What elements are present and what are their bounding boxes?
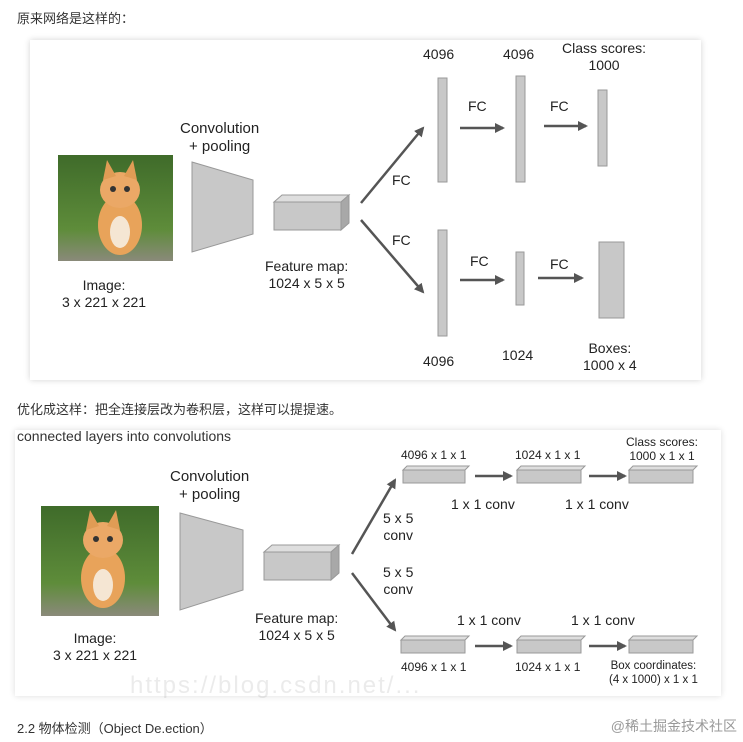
conv-pooling-shape — [191, 161, 254, 253]
conv-bar-top-1 — [401, 465, 471, 484]
dim-label: 1024 x 1 x 1 — [515, 448, 581, 462]
diagram-convolutional-network: connected layers into convolutions Convo… — [15, 428, 721, 696]
caption-section: 2.2 物体检测（Object De.ection） — [17, 721, 213, 736]
dim-label: 4096 x 1 x 1 — [401, 448, 467, 462]
boxes-bar — [598, 241, 625, 319]
watermark: @稀土掘金技术社区 — [610, 718, 737, 734]
feature-map-label: Feature map:1024 x 5 x 5 — [255, 610, 339, 643]
fc-label: FC — [470, 253, 489, 269]
dim-label: 4096 — [503, 46, 535, 62]
cat-image — [41, 506, 159, 616]
dim-label: 4096 x 1 x 1 — [401, 660, 467, 674]
dim-label: 1024 — [502, 347, 534, 363]
cat-image — [58, 155, 173, 261]
conv-bar-bottom-1 — [399, 635, 471, 654]
feature-map-label: Feature map:1024 x 5 x 5 — [265, 258, 349, 291]
class-scores-label: Class scores:1000 — [562, 40, 647, 73]
dim-label: 1024 x 1 x 1 — [515, 660, 581, 674]
diagram1-svg — [58, 75, 625, 337]
dim-label: 4096 — [423, 46, 455, 62]
conv11-label: 1 x 1 conv — [457, 612, 521, 628]
class-scores-label: Class scores:1000 x 1 x 1 — [626, 435, 699, 464]
dim-label: 4096 — [423, 353, 455, 369]
feature-map-box — [262, 543, 341, 582]
partial-top-text: connected layers into convolutions — [17, 428, 232, 444]
fc-bar-top-1 — [437, 77, 448, 183]
conv11-label: 1 x 1 conv — [565, 496, 629, 512]
fc-label: FC — [392, 232, 411, 248]
boxes-label: Boxes:1000 x 4 — [583, 340, 637, 373]
caption-intro: 原来网络是这样的： — [17, 11, 135, 26]
fc-label: FC — [550, 256, 569, 272]
watermark-url: https://blog.csdn.net/... — [130, 672, 422, 699]
image-label: Image:3 x 221 x 221 — [62, 277, 147, 310]
fc-label: FC — [468, 98, 487, 114]
fc-label: FC — [550, 98, 569, 114]
conv-pooling-label: Convolution+ pooling — [180, 120, 260, 155]
conv-pooling-label: Convolution+ pooling — [170, 468, 250, 503]
conv-pooling-shape — [179, 512, 244, 611]
caption-optimize: 优化成这样：把全连接层改为卷积层，这样可以提提速。 — [17, 402, 343, 417]
conv11-label: 1 x 1 conv — [451, 496, 515, 512]
feature-map-box — [272, 193, 351, 232]
fc-bar-bottom-2 — [515, 251, 525, 306]
fc-bar-top-2 — [515, 75, 526, 183]
image-label: Image:3 x 221 x 221 — [53, 630, 138, 663]
diagram-original-network: Convolution+ pooling Image:3 x 221 x 221… — [30, 40, 701, 380]
fc-bar-bottom-1 — [437, 229, 448, 337]
conv-bar-bottom-2 — [515, 635, 587, 654]
diagram2-svg — [41, 465, 699, 654]
conv-bar-top-2 — [515, 465, 587, 484]
conv11-label: 1 x 1 conv — [571, 612, 635, 628]
class-scores-bar — [627, 465, 699, 484]
fc-label: FC — [392, 172, 411, 188]
box-coords-bar — [627, 635, 699, 654]
box-coords-label: Box coordinates:(4 x 1000) x 1 x 1 — [609, 660, 698, 686]
class-scores-bar — [597, 89, 608, 167]
